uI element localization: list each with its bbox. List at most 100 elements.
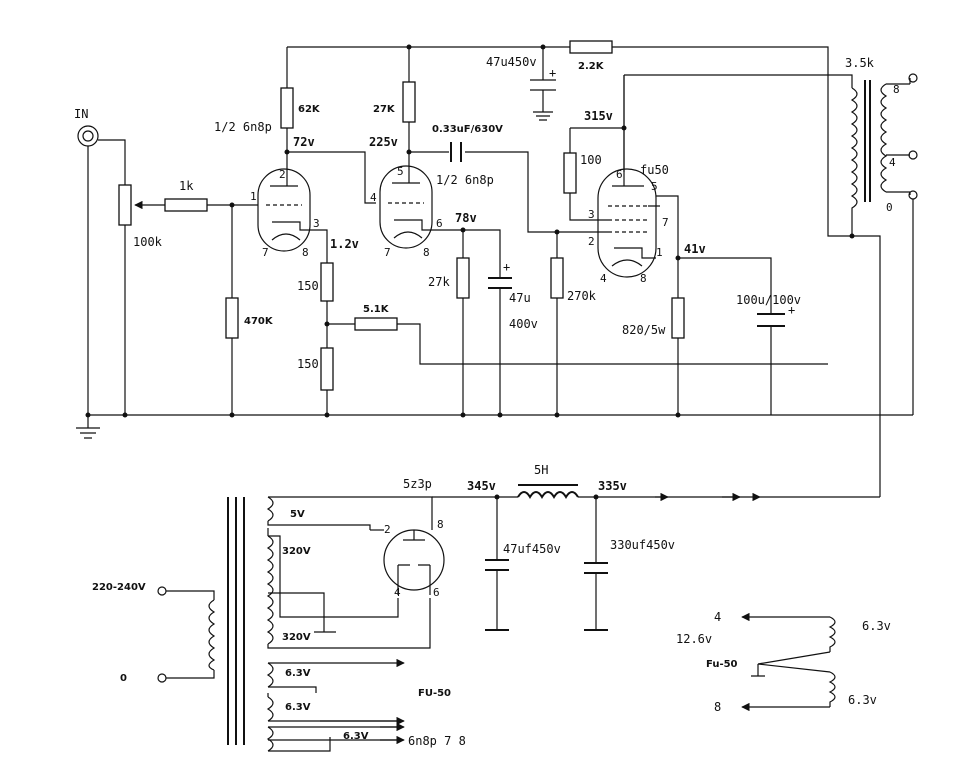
mains-voltage-label: 220-240V <box>92 582 146 593</box>
v3-screen-voltage: 315v <box>584 109 613 123</box>
hv-post-choke-voltage: 335v <box>598 479 627 493</box>
svg-text:3: 3 <box>588 208 595 221</box>
v1-cathode-voltage: 1.2v <box>330 237 359 251</box>
svg-text:7: 7 <box>662 216 669 229</box>
rectifier-name: 5z3p <box>403 477 432 491</box>
grid-leak-470k: 470K <box>225 205 274 415</box>
feedback-resistor-label: 5.1K <box>363 304 390 315</box>
svg-text:8: 8 <box>893 83 900 96</box>
svg-text:27k: 27k <box>428 275 450 289</box>
output-transformer: 3.5k 8 4 0 <box>828 56 918 497</box>
dropping-resistor: 2.2K <box>569 40 613 72</box>
svg-text:0: 0 <box>886 201 893 214</box>
svg-text:+: + <box>788 303 795 317</box>
svg-text:6.3V: 6.3V <box>285 668 311 679</box>
svg-text:2: 2 <box>588 235 595 248</box>
svg-text:3: 3 <box>313 217 320 230</box>
svg-text:330uf450v: 330uf450v <box>610 538 675 552</box>
svg-text:4: 4 <box>600 272 607 285</box>
mains-input: 220-240V 0 <box>92 582 216 684</box>
hv-filter: 345v 5H 335v 47uf450v 330uf450v <box>432 463 880 631</box>
v3-grid-leak: 270k <box>550 229 597 415</box>
svg-text:4: 4 <box>394 586 401 599</box>
choke-label: 5H <box>534 463 548 477</box>
v2-plate-voltage: 225v <box>369 135 398 149</box>
rectifier-tube: 5z3p 2 8 4 6 <box>370 477 445 599</box>
input-label: IN <box>74 107 88 121</box>
svg-text:5V: 5V <box>290 509 305 520</box>
svg-text:5: 5 <box>651 180 658 193</box>
svg-text:6: 6 <box>436 217 443 230</box>
svg-text:150: 150 <box>297 279 319 293</box>
svg-text:4: 4 <box>889 156 896 169</box>
svg-text:150: 150 <box>297 357 319 371</box>
power-transformer-core <box>227 497 245 745</box>
svg-text:4: 4 <box>714 610 721 624</box>
v2-plate-resistor: 27K 225v <box>369 47 590 233</box>
svg-text:6: 6 <box>616 168 623 181</box>
svg-text:+: + <box>549 66 556 80</box>
svg-text:47u: 47u <box>509 291 531 305</box>
v2-tube: 5 4 6 7 8 1/2 6n8p <box>370 152 494 259</box>
fu50-heater-label: FU-50 <box>418 688 451 699</box>
v1-plate-voltage: 72v <box>293 135 315 149</box>
svg-text:6.3V: 6.3V <box>285 702 311 713</box>
svg-text:8: 8 <box>714 700 721 714</box>
grid-leak-label: 470K <box>244 316 274 327</box>
supply-filter-cap-label: 47u450v <box>486 55 537 69</box>
v2-cathode-network: 78v 27k + 47u 400v <box>428 211 538 415</box>
v1-tube: 2 1 3 7 8 <box>250 152 328 283</box>
volume-pot-label: 100k <box>133 235 163 249</box>
power-secondaries: 5V 320V 320V <box>266 496 433 649</box>
dropping-resistor-label: 2.2K <box>578 61 605 72</box>
v2-cathode-voltage: 78v <box>455 211 477 225</box>
6n8p-heater-label: 6n8p 7 8 <box>408 734 466 748</box>
svg-text:6.3v: 6.3v <box>862 619 891 633</box>
v3-tube: fu50 6 5 3 2 7 1 4 8 <box>588 163 679 285</box>
svg-text:2: 2 <box>279 168 286 181</box>
svg-text:6.3v: 6.3v <box>848 693 877 707</box>
svg-text:8: 8 <box>423 246 430 259</box>
svg-text:320V: 320V <box>282 632 311 643</box>
svg-text:100u/100v: 100u/100v <box>736 293 801 307</box>
grid-stopper-label: 1k <box>179 179 194 193</box>
hv-pre-choke-voltage: 345v <box>467 479 496 493</box>
v2-name: 1/2 6n8p <box>436 173 494 187</box>
svg-text:5: 5 <box>397 165 404 178</box>
svg-text:270k: 270k <box>567 289 597 303</box>
svg-text:0: 0 <box>120 673 127 684</box>
v3-cathode-network: 41v 820/5w + 100u/100v <box>622 242 801 415</box>
svg-text:8: 8 <box>640 272 647 285</box>
svg-text:400v: 400v <box>509 317 538 331</box>
svg-text:7: 7 <box>262 246 269 259</box>
coupling-cap-label: 0.33uF/630V <box>432 124 503 135</box>
heater-windings: 6.3V 6.3V FU-50 6.3V 6n8p 7 8 <box>266 658 466 752</box>
ground-bus <box>76 412 913 439</box>
svg-text:7: 7 <box>384 246 391 259</box>
v1-plate-resistor: 62K 1/2 6n8p 72v <box>214 47 376 204</box>
volume-pot: 100k <box>118 184 165 415</box>
svg-text:4: 4 <box>370 191 377 204</box>
fu50-heater-detail: 4 8 12.6v Fu-50 6.3v 6.3v <box>676 610 891 714</box>
v3-screen-feed: 315v 100 <box>563 74 828 221</box>
series-heater-voltage: 12.6v <box>676 632 712 646</box>
svg-text:27K: 27K <box>373 104 396 115</box>
svg-text:6.3V: 6.3V <box>343 731 369 742</box>
svg-text:1: 1 <box>250 190 257 203</box>
v3-cathode-voltage: 41v <box>684 242 706 256</box>
svg-text:+: + <box>503 260 510 274</box>
svg-text:1: 1 <box>656 246 663 259</box>
coupling-capacitor: 0.33uF/630V <box>432 124 503 162</box>
v1-name: 1/2 6n8p <box>214 120 272 134</box>
v3-name: fu50 <box>640 163 669 177</box>
supply-filter-cap: + 47u450v <box>486 47 556 121</box>
svg-text:2: 2 <box>384 523 391 536</box>
svg-text:8: 8 <box>302 246 309 259</box>
svg-text:100: 100 <box>580 153 602 167</box>
svg-text:320V: 320V <box>282 546 311 557</box>
svg-text:62K: 62K <box>298 104 321 115</box>
svg-text:47uf450v: 47uf450v <box>503 542 561 556</box>
ot-primary-label: 3.5k <box>845 56 875 70</box>
v1-cathode-network: 1.2v 150 150 5.1K <box>297 237 828 415</box>
